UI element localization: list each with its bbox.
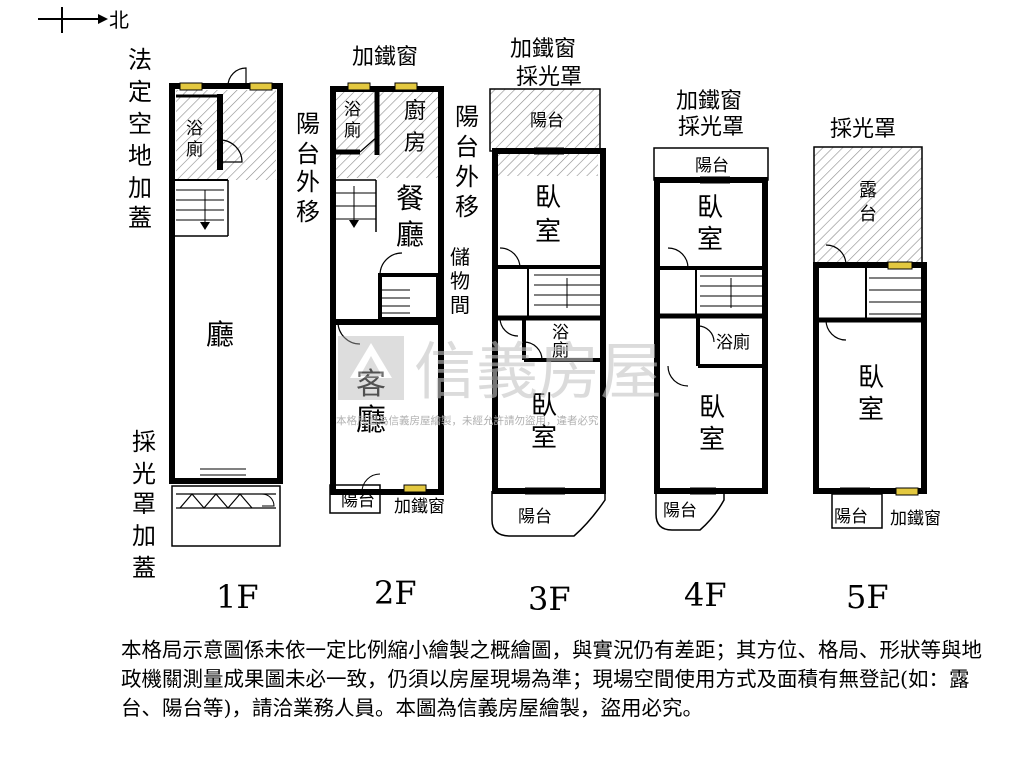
4f-balcony-back-label: 陽台: [663, 501, 697, 521]
floor-5f-plan: [813, 146, 927, 529]
1f-bath-label-2: 廁: [186, 139, 203, 160]
2f-iron-window-label: 加鐵窗: [394, 497, 445, 517]
floor-1f-plan: [169, 67, 283, 547]
4f-bedroom-back-label-2: 室: [699, 425, 725, 455]
north-label: 北: [109, 8, 129, 32]
1f-skylight-label-1: 採: [132, 428, 156, 456]
5f-balcony-label: 陽台: [834, 507, 868, 527]
2f-balcony-label: 陽台: [341, 491, 375, 511]
4f-skylight-label: 採光罩: [678, 115, 744, 140]
1f-balcony-moved-label-3: 外: [296, 168, 320, 196]
floor-2f-plan: [329, 82, 444, 514]
2f-iron-window-top-label: 加鐵窗: [352, 45, 418, 70]
floor-label-2f: 2F: [374, 574, 417, 612]
1f-skylight-label-5: 蓋: [132, 554, 156, 582]
2f-dining-label-1: 餐: [396, 182, 424, 215]
1f-skylight-label-4: 加: [132, 522, 156, 550]
1f-hall-label: 廳: [206, 318, 234, 351]
5f-terrace-label-2: 台: [859, 204, 877, 225]
1f-legal-space-label-4: 地: [128, 142, 152, 170]
3f-bedroom-back-label-2: 室: [531, 423, 557, 453]
4f-bedroom-front-label-2: 室: [697, 225, 723, 255]
floor-label-5f: 5F: [846, 578, 889, 616]
watermark-brand: 信義房屋: [414, 335, 662, 408]
2f-balcony-moved-label-2: 台: [455, 133, 479, 161]
5f-terrace-label-1: 露: [859, 180, 877, 201]
1f-legal-space-label-5: 加: [128, 174, 152, 202]
2f-kitchen-label-2: 房: [404, 131, 426, 156]
floor-4f-plan: [653, 147, 769, 531]
sinyi-logo-icon: [338, 336, 404, 400]
2f-balcony-moved-label-1: 陽: [455, 103, 479, 131]
floor-label-1f: 1F: [216, 578, 259, 616]
floor-label-4f: 4F: [684, 576, 727, 614]
5f-bedroom-label-2: 室: [858, 395, 884, 425]
3f-skylight-label: 採光罩: [516, 65, 582, 90]
2f-kitchen-label-1: 廚: [404, 99, 426, 124]
2f-storage-label-1: 儲: [450, 245, 470, 269]
1f-skylight-label-3: 罩: [132, 490, 156, 518]
3f-bath-label-1: 浴: [552, 323, 569, 343]
4f-bath-label: 浴廁: [716, 332, 750, 353]
2f-dining-label-2: 廳: [396, 218, 424, 251]
2f-living-label-2: 廳: [356, 403, 386, 438]
1f-balcony-moved-label-2: 台: [296, 140, 320, 168]
2f-living-label-1: 客: [356, 367, 386, 402]
3f-bedroom-front-label-1: 臥: [535, 183, 561, 213]
1f-legal-space-label-6: 蓋: [128, 204, 152, 232]
1f-bath-label-1: 浴: [186, 119, 203, 139]
5f-bedroom-label-1: 臥: [858, 363, 884, 393]
3f-bath-label-2: 廁: [552, 340, 569, 361]
2f-balcony-moved-label-4: 移: [455, 193, 479, 221]
3f-bedroom-back-label-1: 臥: [531, 391, 557, 421]
4f-bedroom-front-label-1: 臥: [697, 193, 723, 223]
floor-label-3f: 3F: [528, 580, 571, 618]
2f-bath-label-1: 浴: [344, 100, 361, 120]
3f-iron-window-label: 加鐵窗: [510, 37, 576, 62]
1f-legal-space-label-2: 定: [128, 78, 152, 106]
2f-storage-label-2: 物: [450, 269, 470, 293]
disclaimer-notice: 本格局示意圖係未依一定比例縮小繪製之概繪圖，與實況仍有差距；其方位、格局、形狀等…: [121, 638, 982, 720]
2f-bath-label-2: 廁: [344, 120, 361, 141]
1f-legal-space-label-1: 法: [128, 46, 152, 74]
floor-plan-drawing: 北 法 定 空 地 加 蓋 浴 廁 廳 陽 台 外 移 採 光 罩 加: [38, 7, 941, 618]
compass-arrow-icon: [38, 7, 108, 33]
3f-balcony-back-label: 陽台: [518, 507, 552, 527]
5f-skylight-label: 採光罩: [830, 117, 896, 142]
1f-balcony-moved-label-4: 移: [296, 198, 320, 226]
2f-balcony-moved-label-3: 外: [455, 163, 479, 191]
3f-bedroom-front-label-2: 室: [535, 217, 561, 247]
4f-iron-window-label: 加鐵窗: [676, 89, 742, 114]
1f-skylight-label-2: 光: [132, 460, 156, 488]
3f-balcony-top-label: 陽台: [530, 111, 564, 131]
5f-iron-window-label: 加鐵窗: [890, 509, 941, 529]
2f-storage-label-3: 間: [450, 293, 470, 317]
4f-bedroom-back-label-1: 臥: [699, 393, 725, 423]
1f-legal-space-label-3: 空: [128, 110, 152, 138]
floor-3f-plan: [489, 88, 606, 537]
watermark-fine-print: 本格局圖為信義房屋繪製，未經允許請勿盜用，違者必究: [336, 414, 599, 427]
4f-balcony-top-label: 陽台: [695, 156, 729, 176]
1f-balcony-moved-label-1: 陽: [296, 110, 320, 138]
